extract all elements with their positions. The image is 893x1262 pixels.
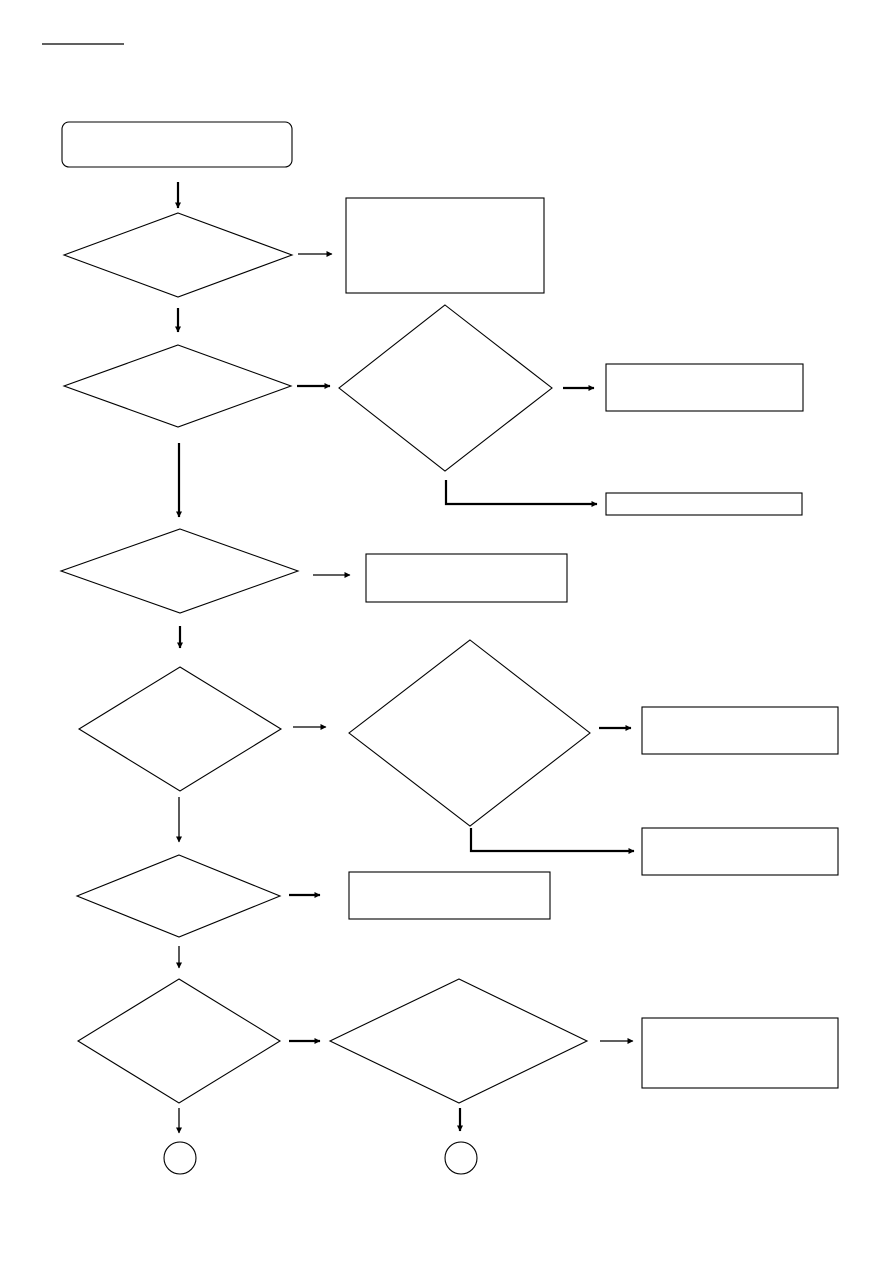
connector-1	[163, 1141, 197, 1175]
action-2a	[605, 363, 804, 412]
arrow-decision-2b-to-action-2b	[444, 480, 598, 507]
action-5	[348, 871, 551, 920]
decision-2b	[338, 304, 553, 472]
action-4a	[641, 706, 839, 755]
decision-2	[62, 344, 293, 428]
start-terminal	[61, 121, 293, 168]
decision-3	[59, 528, 300, 614]
decision-5	[75, 854, 282, 938]
action-1	[345, 197, 545, 294]
action-2b	[605, 492, 803, 516]
decision-6	[76, 978, 282, 1104]
decision-6b	[328, 978, 589, 1104]
connector-2	[444, 1141, 478, 1175]
decision-1	[62, 212, 294, 298]
arrow-decision-4b-to-action-4b	[469, 828, 635, 854]
decision-4	[77, 666, 283, 792]
action-6	[641, 1017, 839, 1089]
decision-4b	[348, 639, 591, 827]
action-4b	[641, 827, 839, 876]
action-3	[365, 553, 568, 603]
